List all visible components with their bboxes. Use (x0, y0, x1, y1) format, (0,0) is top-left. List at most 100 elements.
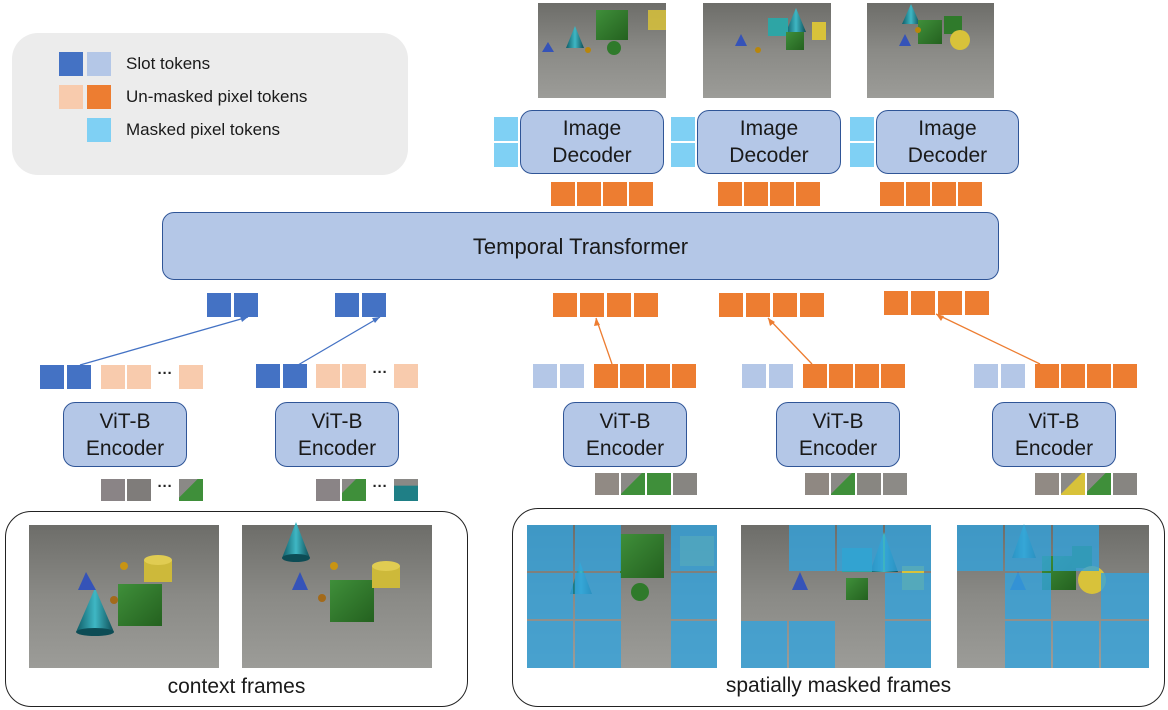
pixel-token (1035, 364, 1059, 388)
arrows (79, 313, 1041, 366)
vit-encoder-1: ViT-B Encoder (63, 402, 187, 467)
vit-encoder-3: ViT-B Encoder (563, 402, 687, 467)
pixel-token (829, 364, 853, 388)
slot-token-light (1001, 364, 1025, 388)
legend-unmasked-swatch (87, 85, 111, 109)
patch-thumbnail (805, 473, 829, 495)
ellipsis: ··· (157, 478, 173, 495)
pixel-token (911, 291, 935, 315)
patch-thumbnail (1113, 473, 1137, 495)
patch-thumbnail (673, 473, 697, 495)
patch-thumbnail (857, 473, 881, 495)
pixel-token (607, 293, 631, 317)
slot-token-light (560, 364, 584, 388)
encoder-label-line2: Encoder (585, 436, 665, 460)
patch-thumbnail (647, 473, 671, 495)
masked-frames-caption: spatially masked frames (725, 674, 952, 697)
pixel-token (1113, 364, 1137, 388)
pixel-token-light (101, 365, 125, 389)
pixel-token (553, 293, 577, 317)
temporal-transformer-label: Temporal Transformer (472, 233, 689, 259)
masked-frame-3 (957, 524, 1149, 668)
slot-token (283, 364, 307, 388)
pixel-token (958, 182, 982, 206)
ellipsis: ··· (372, 478, 388, 495)
pixel-token (1087, 364, 1111, 388)
arrow-context-1 (79, 316, 249, 366)
decoder3-masked-token (850, 143, 874, 167)
patch-thumbnail (127, 479, 151, 501)
decoded-image-1 (538, 3, 666, 98)
pixel-token-light (127, 365, 151, 389)
encoder-label-line2: Encoder (1014, 436, 1094, 460)
slot-token (234, 293, 258, 317)
legend-unmasked-light-swatch (59, 85, 83, 109)
slot-token-light (769, 364, 793, 388)
decoder3-masked-token (850, 117, 874, 141)
pixel-token (580, 293, 604, 317)
arrowhead-context-1 (240, 316, 248, 322)
pixel-token (773, 293, 797, 317)
decoded-image-2 (703, 3, 831, 98)
decoder2-masked-token (671, 117, 695, 141)
encoder-label-line1: ViT-B (1028, 409, 1080, 433)
encoder-label-line2: Encoder (85, 436, 165, 460)
decoder-label-line1: Image (562, 117, 622, 140)
arrowhead-masked-3 (936, 314, 944, 321)
legend-masked-swatch (87, 118, 111, 142)
encoder-label-line1: ViT-B (311, 409, 363, 433)
context-frame-1 (29, 525, 219, 668)
pixel-token (634, 293, 658, 317)
encoder-label-line1: ViT-B (599, 409, 651, 433)
masked-frame-2 (741, 525, 931, 668)
decoder-label-line1: Image (918, 117, 977, 140)
pixel-token-light (179, 365, 203, 389)
pixel-token (880, 182, 904, 206)
pixel-token (672, 364, 696, 388)
pixel-token (594, 364, 618, 388)
patch-thumbnail (1061, 473, 1085, 495)
pixel-token (629, 182, 653, 206)
decoder2-masked-token (671, 143, 695, 167)
slot-token (40, 365, 64, 389)
patch-thumbnail (831, 473, 855, 495)
pixel-token (855, 364, 879, 388)
ellipsis: ··· (157, 365, 173, 382)
masked-frames-panel (512, 508, 1165, 707)
temporal-transformer: Temporal Transformer (162, 212, 999, 280)
decoded-image-3 (867, 3, 994, 98)
ellipsis: ··· (372, 364, 388, 381)
patch-thumbnail (394, 479, 418, 501)
encoder-label-line1: ViT-B (99, 409, 151, 433)
pixel-token (800, 293, 824, 317)
vit-encoder-4: ViT-B Encoder (776, 402, 900, 467)
legend-slot-tokens-label: Slot tokens (126, 54, 211, 73)
legend-slot-light-swatch (87, 52, 111, 76)
pixel-token (770, 182, 794, 206)
encoder-label-line1: ViT-B (812, 409, 864, 433)
pixel-token (803, 364, 827, 388)
patch-thumbnail (101, 479, 125, 501)
slot-token (362, 293, 386, 317)
pixel-token-light (342, 364, 366, 388)
legend-unmasked-label: Un-masked pixel tokens (126, 87, 308, 106)
encoder-label-line2: Encoder (798, 436, 878, 460)
pixel-token (884, 291, 908, 315)
context-frames-panel (5, 511, 468, 707)
legend-slot-dark-swatch (59, 52, 83, 76)
arrow-masked-1 (595, 317, 613, 365)
slot-token (335, 293, 359, 317)
pixel-token (938, 291, 962, 315)
patch-thumbnail (883, 473, 907, 495)
patch-thumbnail (595, 473, 619, 495)
arrow-masked-2 (767, 317, 813, 365)
pixel-token (796, 182, 820, 206)
patch-thumbnail (621, 473, 645, 495)
pixel-token (965, 291, 989, 315)
arrowhead-context-2 (372, 317, 380, 323)
